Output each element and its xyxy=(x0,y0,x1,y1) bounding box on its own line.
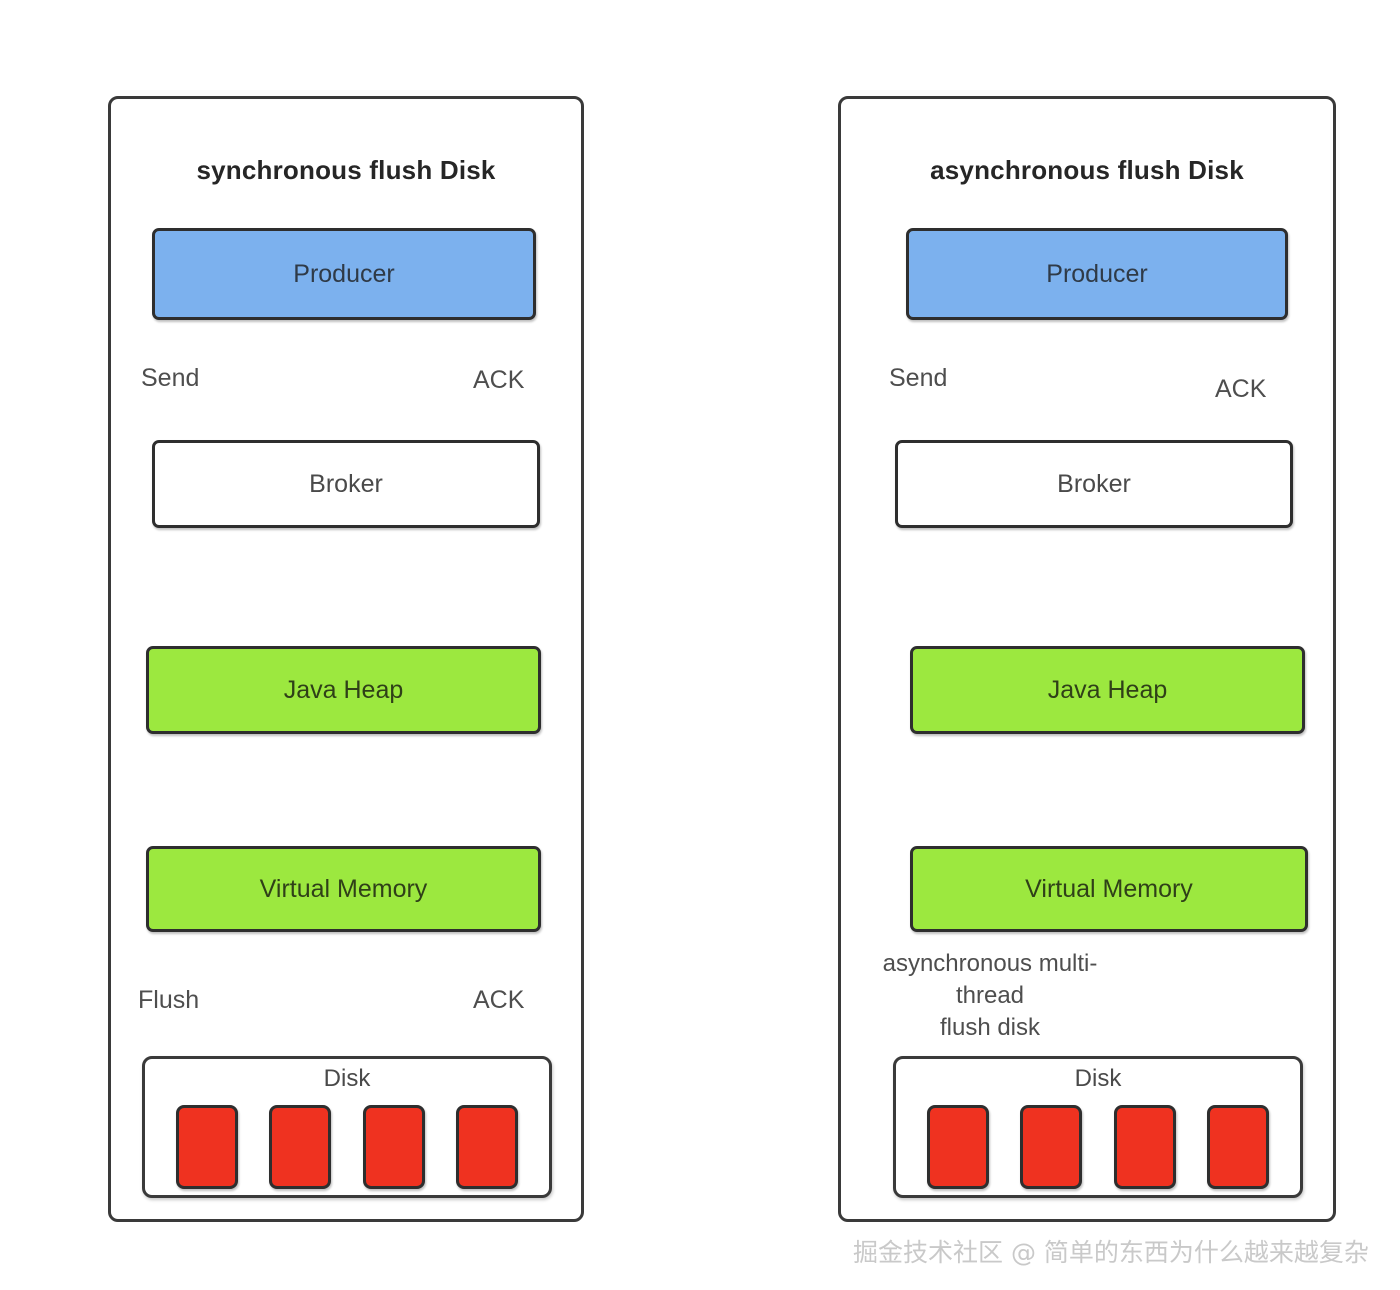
node-label: Virtual Memory xyxy=(259,874,428,903)
edge-label-send-synchronous: Send xyxy=(141,364,200,392)
disk-block xyxy=(362,1105,425,1189)
node-label: Producer xyxy=(293,259,395,288)
node-broker-synchronous[interactable]: Broker xyxy=(152,440,540,528)
node-broker-asynchronous[interactable]: Broker xyxy=(895,440,1293,528)
edge-label-ack-producer-synchronous: ACK xyxy=(473,366,525,394)
node-virtual-memory-synchronous[interactable]: Virtual Memory xyxy=(146,846,541,932)
watermark-text: 掘金技术社区 @ 简单的东西为什么越来越复杂 xyxy=(853,1238,1369,1267)
disk-block-list xyxy=(896,1105,1300,1189)
node-virtual-memory-asynchronous[interactable]: Virtual Memory xyxy=(910,846,1308,932)
node-java-heap-asynchronous[interactable]: Java Heap xyxy=(910,646,1305,734)
panel-title-synchronous: synchronous flush Disk xyxy=(196,155,496,185)
node-java-heap-synchronous[interactable]: Java Heap xyxy=(146,646,541,734)
disk-container-asynchronous[interactable]: Disk xyxy=(893,1056,1303,1198)
annotation-line-1: asynchronous multi- xyxy=(882,950,1098,977)
disk-label: Disk xyxy=(1074,1065,1122,1092)
disk-block xyxy=(1113,1105,1176,1189)
panel-title-asynchronous: asynchronous flush Disk xyxy=(930,155,1244,185)
disk-block xyxy=(176,1105,239,1189)
edge-label-ack-disk-synchronous: ACK xyxy=(473,986,525,1014)
annotation-async-flush: asynchronous multi- thread flush disk xyxy=(866,948,1114,1044)
node-label: Broker xyxy=(309,469,383,498)
annotation-line-2: thread xyxy=(955,981,1025,1009)
edge-label-send-asynchronous: Send xyxy=(889,364,948,392)
node-label: Java Heap xyxy=(1047,675,1168,704)
edge-label-ack-producer-asynchronous: ACK xyxy=(1215,375,1267,403)
disk-container-synchronous[interactable]: Disk xyxy=(142,1056,552,1198)
disk-block xyxy=(927,1105,990,1189)
node-label: Producer xyxy=(1046,259,1148,288)
disk-block xyxy=(455,1105,518,1189)
annotation-line-3: flush disk xyxy=(939,1013,1041,1041)
disk-block xyxy=(269,1105,332,1189)
disk-block xyxy=(1206,1105,1269,1189)
node-label: Virtual Memory xyxy=(1025,874,1193,903)
node-producer-asynchronous[interactable]: Producer xyxy=(906,228,1288,320)
disk-label: Disk xyxy=(323,1065,371,1092)
node-label: Java Heap xyxy=(283,675,404,704)
disk-block-list xyxy=(145,1105,549,1189)
edge-label-flush-synchronous: Flush xyxy=(138,986,200,1014)
disk-block xyxy=(1020,1105,1083,1189)
node-label: Broker xyxy=(1057,469,1131,498)
node-producer-synchronous[interactable]: Producer xyxy=(152,228,536,320)
